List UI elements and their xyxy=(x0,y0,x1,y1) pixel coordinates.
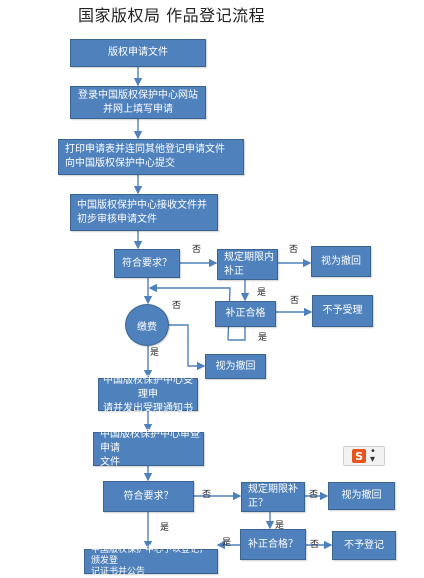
decision-meets-requirements-2: 符合要求？ xyxy=(103,481,194,512)
decision-meets-requirements-1: 符合要求？ xyxy=(114,249,180,278)
step-login-line-2: 并网上填写申请 xyxy=(103,103,173,115)
decision-corrected-2: 补正合格？ xyxy=(240,529,306,560)
step-print-submit: 打印申请表并连同其他登记申请文件 向中国版权保护中心提交 xyxy=(58,139,244,175)
label-no-5: 否 xyxy=(202,490,212,500)
ime-toolbar[interactable]: S •▾ xyxy=(343,446,385,466)
step-receive-review: 中国版权保护中心接收文件并 初步审核申请文件 xyxy=(70,194,218,231)
step-receive-line-2: 初步审核申请文件 xyxy=(77,213,157,225)
step-not-registered-label: 不予登记 xyxy=(344,539,384,551)
step-login-website: 登录中国版权保护中心网站 并网上填写申请 xyxy=(70,86,206,119)
label-no-7: 否 xyxy=(310,540,320,550)
step-accept-line-1: 中国版权保护中心受理申 xyxy=(103,374,193,400)
label-no-3: 否 xyxy=(290,296,300,306)
step-apply-files-label: 版权申请文件 xyxy=(108,47,168,58)
step-pay-fee: 缴费 xyxy=(125,304,169,346)
step-accept-line-2: 请并发出受理通知书 xyxy=(103,402,193,414)
decision-meets-requirements-2-label: 符合要求？ xyxy=(123,490,174,502)
step-correct-in-period-1: 规定期限内 补正 xyxy=(217,249,278,280)
step-print-line-1: 打印申请表并连同其他登记申请文件 xyxy=(65,144,225,155)
step-review-line-1: 中国版权保护中心审查申请 xyxy=(100,429,200,454)
step-not-accepted: 不予受理 xyxy=(312,295,373,327)
sogou-ime-icon[interactable]: S xyxy=(352,449,367,463)
page-title: 国家版权局 作品登记流程 xyxy=(78,6,266,25)
step-login-line-1: 登录中国版权保护中心网站 xyxy=(78,89,198,101)
step-not-accepted-label: 不予受理 xyxy=(322,305,363,316)
label-yes-1: 是 xyxy=(257,288,267,298)
step-withdrawn-2: 视为撤回 xyxy=(205,354,266,379)
label-no-6: 否 xyxy=(309,490,319,500)
step-correct-2-line-1: 规定期限补 xyxy=(248,484,298,495)
label-yes-5: 是 xyxy=(160,523,170,533)
step-register-certificate: 中国版权保护中心予以登记，颁发登 记证书并公告 xyxy=(84,545,218,577)
label-no-2: 否 xyxy=(289,245,299,255)
decision-meets-requirements-1-label: 符合要求？ xyxy=(122,257,172,269)
decision-corrected-1: 补正合格 xyxy=(215,301,276,327)
decision-corrected-2-label: 补正合格？ xyxy=(248,538,298,550)
step-not-registered: 不予登记 xyxy=(332,531,396,560)
step-accept-notice: 中国版权保护中心受理申 请并发出受理通知书 xyxy=(98,375,198,414)
decision-corrected-1-label: 补正合格 xyxy=(225,308,266,319)
step-review-line-2: 文件 xyxy=(100,457,120,468)
step-correct-1-line-1: 规定期限内 xyxy=(224,251,274,263)
label-no-4: 否 xyxy=(172,301,182,311)
step-review-files: 中国版权保护中心审查申请 文件 xyxy=(93,429,204,468)
step-print-line-2: 向中国版权保护中心提交 xyxy=(65,158,175,169)
step-register-line-2: 记证书并公告 xyxy=(91,567,146,577)
step-withdrawn-3-label: 视为撤回 xyxy=(341,490,382,501)
label-yes-4: 是 xyxy=(275,521,285,531)
step-correct-2-line-2: 正？ xyxy=(248,498,268,509)
label-yes-6: 是 xyxy=(222,538,232,548)
step-withdrawn-2-label: 视为撤回 xyxy=(215,360,256,372)
ime-menu-icon[interactable]: •▾ xyxy=(370,446,376,465)
step-register-line-1: 中国版权保护中心予以登记，颁发登 xyxy=(91,545,209,566)
step-withdrawn-1: 视为撤回 xyxy=(311,246,371,277)
step-receive-line-1: 中国版权保护中心接收文件并 xyxy=(77,199,207,211)
step-pay-fee-label: 缴费 xyxy=(137,321,157,333)
step-correct-in-period-2: 规定期限补 正？ xyxy=(241,482,305,512)
label-yes-3: 是 xyxy=(150,348,160,358)
step-apply-files: 版权申请文件 xyxy=(70,39,206,67)
step-withdrawn-3: 视为撤回 xyxy=(328,482,395,510)
step-correct-1-line-2: 补正 xyxy=(224,265,244,277)
label-no-1: 否 xyxy=(192,245,202,255)
label-yes-2: 是 xyxy=(258,333,268,343)
step-withdrawn-1-label: 视为撤回 xyxy=(321,255,361,267)
